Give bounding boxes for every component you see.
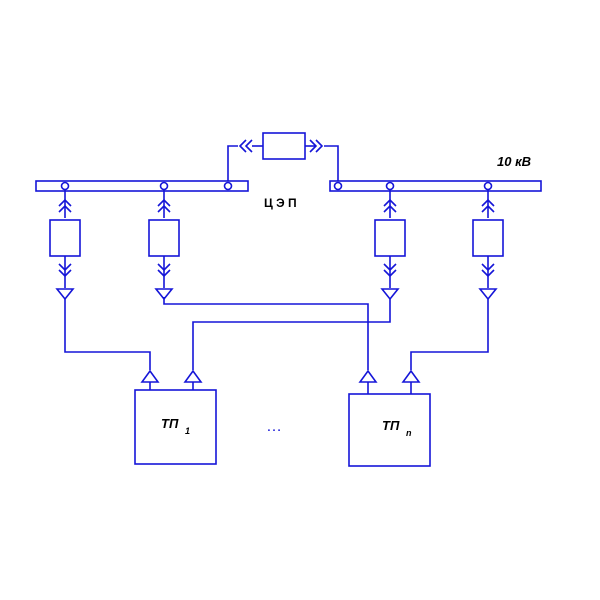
- center-label: Ц Э П: [264, 196, 297, 210]
- substation-n-name: ТП: [382, 418, 400, 433]
- substation-n-label: ТП n: [382, 418, 412, 438]
- feeder-cell-3: [374, 190, 406, 301]
- substation-1-name: ТП: [161, 416, 179, 431]
- bus-section-left: [35, 180, 249, 192]
- ellipsis: …: [266, 418, 282, 435]
- feeder-cell-4: [472, 190, 504, 301]
- substation-1-box: [134, 389, 217, 465]
- feeder-cell-2: [148, 190, 180, 301]
- feeder-cell-1: [49, 190, 81, 301]
- bus-section-right: [329, 180, 542, 192]
- bus-tap-points: [60, 181, 493, 191]
- cable-lines: [64, 297, 489, 370]
- substation-n-subscript: n: [406, 428, 412, 438]
- voltage-label: 10 кВ: [497, 154, 532, 169]
- sectional-switch: [227, 132, 339, 181]
- substation-1-label: ТП 1: [161, 416, 190, 436]
- substation-1-subscript: 1: [185, 426, 191, 436]
- substation-n-box: [348, 393, 431, 467]
- substation-inputs: [140, 369, 421, 394]
